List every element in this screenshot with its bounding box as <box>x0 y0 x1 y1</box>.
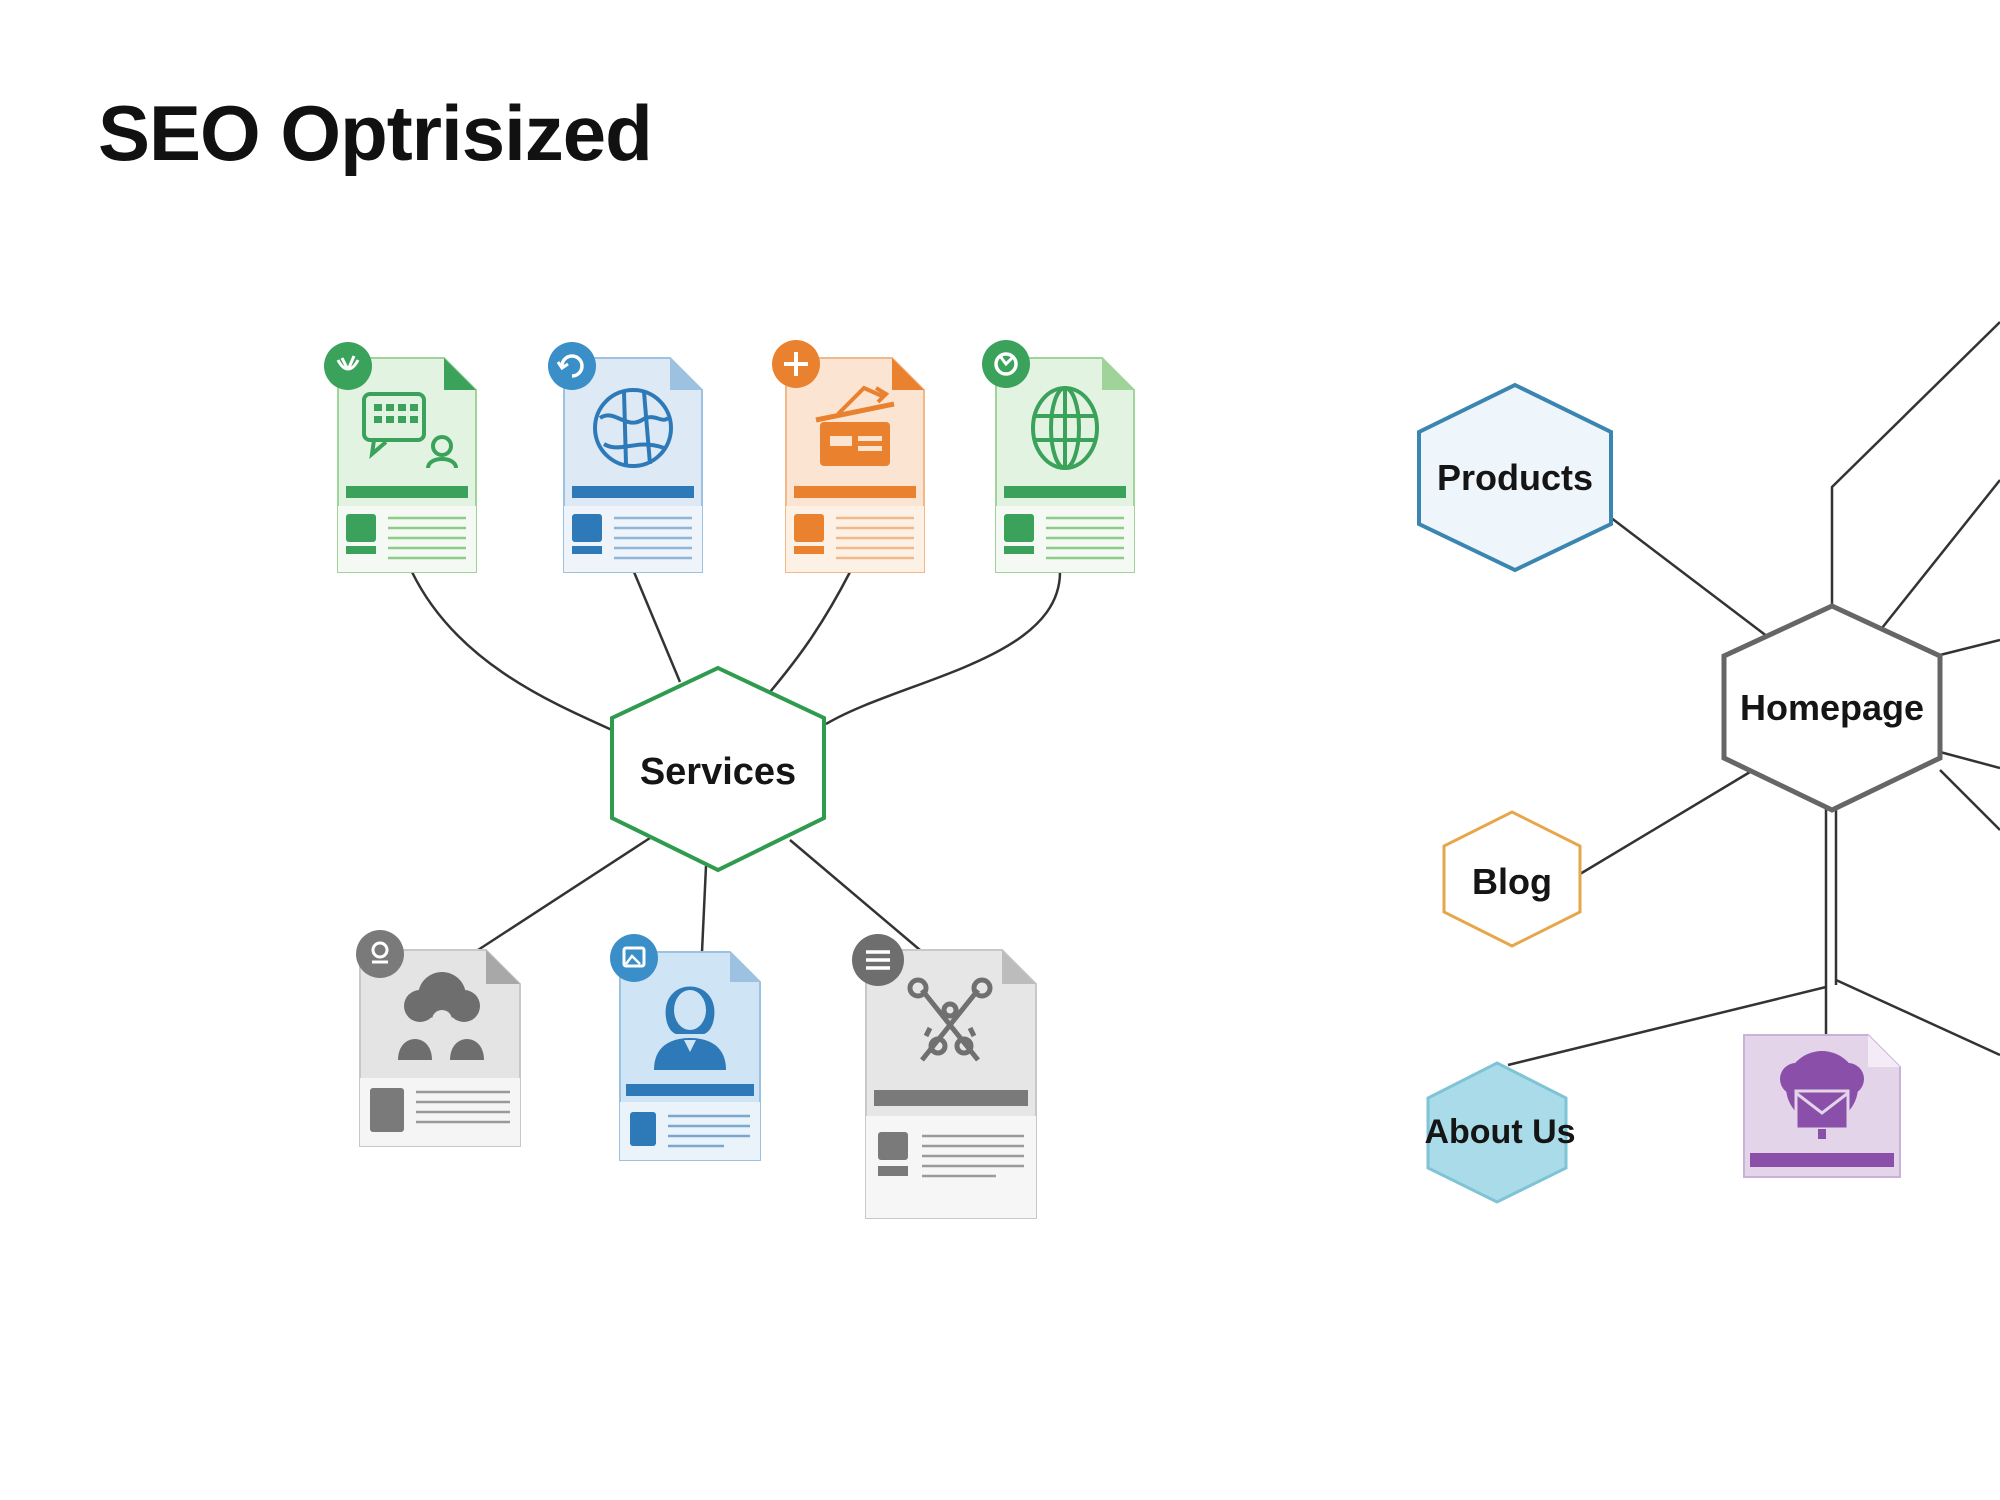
connector-services-tools-card <box>789 839 921 951</box>
presentation-icon <box>815 385 895 466</box>
location-pin-icon <box>356 930 404 978</box>
connector-services-green-card <box>410 571 613 732</box>
about-us-label: About Us <box>1424 1113 1575 1151</box>
connector-services-team-card <box>477 836 651 952</box>
leaf-icon <box>324 342 372 390</box>
card-title-bar <box>794 486 916 498</box>
products-node[interactable]: Products <box>1417 382 1613 573</box>
mail-icon <box>1780 1051 1864 1139</box>
avatar <box>370 1088 404 1132</box>
connector-homepage-top <box>1830 321 2000 608</box>
about-us-node[interactable]: About Us <box>1424 1061 1576 1204</box>
person-icon <box>654 986 726 1070</box>
card-title-bar <box>346 486 468 498</box>
homepage-connectors <box>1507 321 2000 1067</box>
card-title-bar <box>874 1090 1028 1106</box>
connector-services-blue-card <box>632 571 682 683</box>
card-title-bar <box>1750 1153 1894 1167</box>
services-node[interactable]: Services <box>610 665 826 873</box>
connector-homepage-right-3 <box>1939 769 2000 831</box>
card-title-bar <box>572 486 694 498</box>
thumbnail-icon <box>346 514 376 542</box>
services-connectors <box>410 571 1062 953</box>
connector-homepage-right-2 <box>1939 750 2000 770</box>
connector-homepage-top-right <box>1881 479 2000 629</box>
homepage-label: Homepage <box>1740 687 1924 728</box>
service-page-green-card[interactable] <box>324 342 477 573</box>
page-title: SEO Optrisized <box>98 89 653 177</box>
services-label: Services <box>640 751 796 793</box>
tools-page-card[interactable] <box>852 934 1037 1219</box>
card-title-bar <box>626 1084 754 1096</box>
service-page-orange-card[interactable] <box>772 340 925 573</box>
connector-homepage-blog <box>1579 770 1751 876</box>
blog-node[interactable]: Blog <box>1442 810 1582 948</box>
service-page-green-globe-card[interactable] <box>982 340 1135 573</box>
profile-page-card[interactable] <box>610 934 761 1161</box>
menu-icon <box>852 934 904 986</box>
tools-icon <box>907 977 993 1062</box>
connector-homepage-bottom-right <box>1835 978 2000 1057</box>
globe-icon <box>1031 386 1099 470</box>
thumbnail-icon <box>1004 514 1034 542</box>
cycle-icon <box>982 340 1030 388</box>
products-label: Products <box>1437 457 1593 498</box>
image-icon <box>610 934 658 982</box>
globe-map-icon <box>593 388 673 468</box>
connector-services-profile-card <box>700 865 708 953</box>
refresh-icon <box>548 342 596 390</box>
team-icon <box>398 972 484 1060</box>
team-page-card[interactable] <box>356 930 521 1147</box>
avatar <box>630 1112 656 1146</box>
contact-page-card[interactable] <box>1743 1034 1901 1178</box>
card-title-bar <box>1004 486 1126 498</box>
calendar-user-icon <box>362 392 458 469</box>
connector-homepage-products <box>1609 516 1769 638</box>
service-page-blue-card[interactable] <box>548 342 703 573</box>
connector-services-globe-card <box>825 571 1062 726</box>
connector-services-orange-card <box>769 571 852 693</box>
thumbnail-icon <box>572 514 602 542</box>
blog-label: Blog <box>1472 861 1552 902</box>
connector-homepage-right-1 <box>1939 638 2000 657</box>
thumbnail-icon <box>878 1132 908 1160</box>
homepage-node[interactable]: Homepage <box>1721 603 1943 813</box>
plus-icon <box>772 340 820 388</box>
connector-homepage-about <box>1507 985 1827 1067</box>
thumbnail-icon <box>794 514 824 542</box>
